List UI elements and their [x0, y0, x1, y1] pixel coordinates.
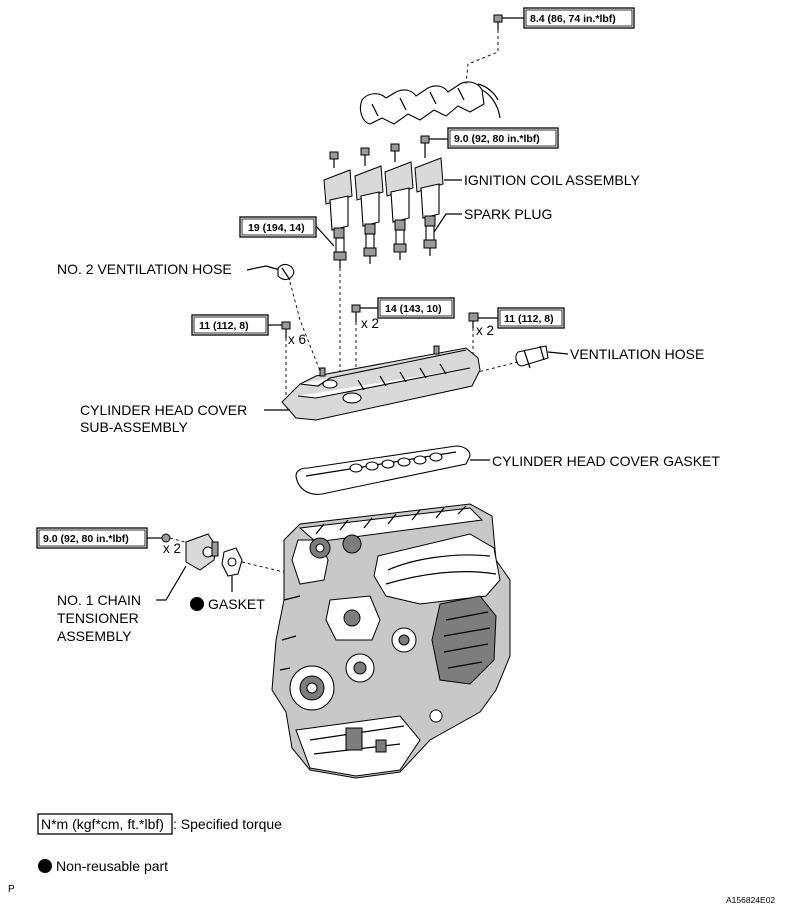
legend-non-reusable: Non-reusable part — [38, 858, 168, 874]
legend-torque-unit: N*m (kgf*cm, ft.*lbf) — [41, 816, 164, 832]
label-vent-hose: VENTILATION HOSE — [570, 346, 704, 362]
qty-center-bolt: x 2 — [361, 316, 379, 331]
label-tensioner-3: ASSEMBLY — [57, 628, 132, 644]
torque-text-coil: 9.0 (92, 80 in.*lbf) — [454, 133, 540, 145]
torque-text-spark-plug: 19 (194, 14) — [248, 222, 305, 234]
coil-wire-harness — [359, 81, 501, 125]
label-gasket: GASKET — [208, 596, 265, 612]
label-spark-plug: SPARK PLUG — [464, 206, 552, 222]
ignition-coil-4 — [414, 157, 444, 227]
label-tensioner-1: NO. 1 CHAIN — [57, 592, 141, 608]
engine-assembly — [271, 503, 511, 779]
qty-left-bolt: x 6 — [288, 332, 306, 347]
torque-box-right-nut: 11 (112, 8) — [497, 307, 565, 329]
no1-chain-tensioner — [185, 533, 219, 571]
torque-box-spark-plug: 19 (194, 14) — [239, 216, 317, 238]
qty-right-nut: x 2 — [476, 323, 494, 338]
torque-text-left-bolt: 11 (112, 8) — [199, 320, 249, 332]
label-ignition-coil: IGNITION COIL ASSEMBLY — [464, 172, 640, 188]
legend-torque: N*m (kgf*cm, ft.*lbf) : Specified torque — [37, 813, 282, 835]
qty-tensioner-nut: x 2 — [163, 541, 181, 556]
spark-plug-4 — [423, 225, 437, 256]
torque-box-coil: 9.0 (92, 80 in.*lbf) — [447, 127, 559, 149]
ignition-coil-2 — [354, 165, 384, 235]
spark-plug-1 — [333, 237, 347, 268]
spark-plug-2 — [363, 233, 377, 264]
legend-non-reusable-text: Non-reusable part — [56, 858, 168, 874]
label-no2-vent-hose: NO. 2 VENTILATION HOSE — [57, 261, 232, 277]
torque-box-harness: 8.4 (86, 74 in.*lbf) — [523, 7, 635, 29]
non-reusable-dot-icon — [190, 597, 204, 611]
spark-plug-3 — [393, 229, 407, 260]
torque-text-tensioner: 9.0 (92, 80 in.*lbf) — [43, 533, 129, 545]
nut-x2-right — [468, 312, 479, 328]
cylinder-head-cover-gasket — [295, 445, 471, 495]
label-head-cover-gasket: CYLINDER HEAD COVER GASKET — [492, 453, 720, 469]
no2-ventilation-hose — [277, 263, 295, 281]
tensioner-gasket — [221, 547, 243, 577]
ignition-coil-1 — [323, 169, 353, 239]
torque-box-left-bolt: 11 (112, 8) — [191, 314, 269, 336]
torque-text-harness: 8.4 (86, 74 in.*lbf) — [530, 13, 616, 25]
label-head-cover-2: SUB-ASSEMBLY — [80, 419, 189, 435]
corner-letter: P — [8, 884, 15, 895]
bolt-x2-center — [351, 304, 361, 322]
ignition-coil-3 — [384, 161, 414, 231]
torque-text-center-bolt: 14 (143, 10) — [385, 303, 442, 315]
torque-text-right-nut: 11 (112, 8) — [504, 313, 554, 325]
label-tensioner-2: TENSIONER — [57, 610, 139, 626]
legend-torque-desc: : Specified torque — [173, 816, 282, 832]
ventilation-hose — [515, 345, 549, 369]
legend-dot-icon — [38, 859, 52, 873]
cylinder-head-cover — [281, 345, 481, 421]
coil-bolts — [329, 135, 430, 168]
torque-box-tensioner: 9.0 (92, 80 in.*lbf) — [36, 527, 148, 549]
figure-id: A156824E02 — [726, 895, 775, 905]
harness-bolt-icon — [493, 14, 503, 30]
label-head-cover-1: CYLINDER HEAD COVER — [80, 402, 247, 418]
torque-box-center-bolt: 14 (143, 10) — [377, 297, 455, 319]
